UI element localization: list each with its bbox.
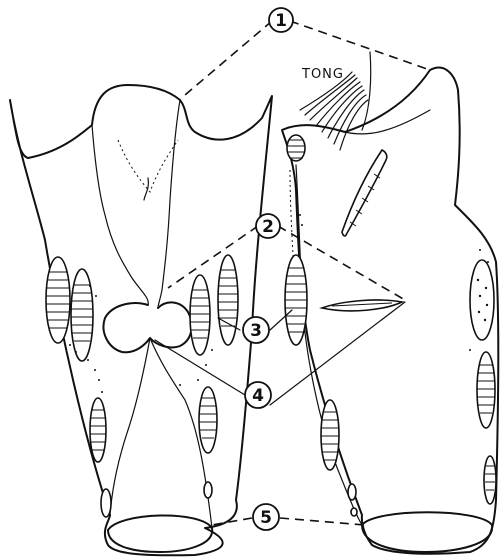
- svg-text:5: 5: [260, 508, 272, 528]
- right-oblique-gland: [342, 150, 387, 236]
- left-bottom-ellipse: [108, 515, 212, 552]
- callout-1: 1: [269, 8, 293, 32]
- left-gland-lower-right: [199, 387, 217, 453]
- left-lower-limb-left: [110, 338, 150, 515]
- right-gland-right-lower: [484, 456, 496, 504]
- right-inner-ridge-2: [290, 170, 294, 270]
- svg-text:3: 3: [250, 321, 262, 341]
- left-gland-mid-right: [190, 275, 210, 355]
- right-structure: [282, 52, 498, 554]
- svg-text:1: 1: [275, 11, 287, 31]
- right-bottom-ellipse: [362, 512, 492, 552]
- left-inner-contour-right: [158, 100, 180, 308]
- callout-3: 3: [243, 317, 269, 343]
- callout-4: 4: [245, 382, 271, 408]
- left-center-cavity: [104, 302, 192, 352]
- right-gland-left-lower: [321, 400, 339, 470]
- left-gland-small: [101, 482, 212, 517]
- right-slit-gland: [322, 300, 402, 311]
- right-speckles: [297, 214, 489, 351]
- callout-2: 2: [256, 214, 280, 238]
- tongue-label: TONG: [301, 67, 344, 82]
- left-gland-upper-mid: [71, 269, 93, 361]
- left-structure: [10, 85, 272, 555]
- right-gland-left-upper: [285, 255, 307, 345]
- left-gland-lower-left: [90, 398, 106, 462]
- right-outline: [282, 68, 498, 554]
- svg-text:4: 4: [252, 386, 264, 406]
- left-inner-contour: [92, 125, 148, 305]
- left-gland-upper-right: [218, 255, 238, 345]
- left-gland-upper-left: [46, 257, 70, 343]
- svg-text:2: 2: [262, 217, 274, 237]
- right-gland-right-upper: [470, 260, 494, 340]
- right-knob: [287, 135, 305, 161]
- right-gland-right-mid: [477, 352, 495, 428]
- callout-5: 5: [253, 504, 279, 530]
- left-dotted-hook: [144, 178, 148, 200]
